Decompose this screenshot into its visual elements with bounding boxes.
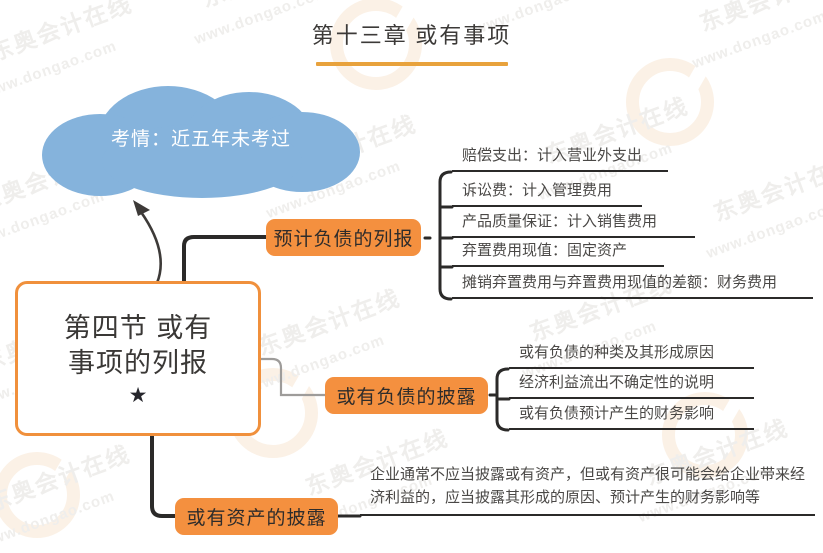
- cloud-arrow-connector: [139, 210, 162, 285]
- title-underline: [315, 62, 508, 66]
- cloud-puff: [102, 124, 302, 198]
- leaf-item[interactable]: 企业通常不应当披露或有资产，但或有资产很可能会给企业带来经济利益的，应当披露其形…: [360, 462, 815, 516]
- branch-node-huoyoufuzhai[interactable]: 或有负债的披露: [325, 377, 488, 414]
- branch-node-label: 或有资产的披露: [186, 508, 327, 529]
- leaf-label: 或有负债预计产生的财务影响: [519, 404, 715, 422]
- branch1-spine: [438, 170, 453, 301]
- root-to-branch2-connector: [259, 357, 327, 397]
- branch-node-yujifuzhai[interactable]: 预计负债的列报: [266, 219, 421, 256]
- dongao-ring-logo-icon: [626, 58, 714, 146]
- watermark-brand: 东奥会计在线: [196, 0, 349, 14]
- leaf-label: 或有负债的种类及其形成原因: [519, 343, 715, 361]
- root-node[interactable]: 第四节 或有 事项的列报 ★: [15, 281, 261, 436]
- root-node-star-icon: ★: [128, 383, 148, 407]
- leaf-item[interactable]: 摊销弃置费用与弃置费用现值的差额：财务费用: [452, 271, 813, 299]
- leaf-label: 产品质量保证：计入销售费用: [462, 212, 658, 230]
- branch-node-label: 预计负债的列报: [273, 229, 414, 250]
- watermark-brand: 东奥会计在线: [0, 440, 134, 517]
- page-header: 第十三章 或有事项: [0, 18, 823, 66]
- watermark-brand: 东奥会计在线: [710, 150, 823, 227]
- leaf-item[interactable]: 经济利益流出不确定性的说明: [509, 372, 754, 399]
- dongao-ring-logo-icon: [0, 452, 80, 538]
- leaf-item[interactable]: 产品质量保证：计入销售费用: [452, 209, 695, 238]
- leaf-item[interactable]: 诉讼费：计入管理费用: [452, 178, 642, 207]
- watermark-url: www.dongao.com: [0, 487, 118, 552]
- exam-note-cloud: 考情：近五年未考过: [42, 86, 360, 198]
- leaf-label: 弃置费用现值：固定资产: [462, 241, 628, 259]
- leaf-item[interactable]: 或有负债的种类及其形成原因: [509, 342, 754, 369]
- root-node-title: 第四节 或有 事项的列报: [64, 311, 213, 380]
- leaf-label: 摊销弃置费用与弃置费用现值的差额：财务费用: [462, 273, 778, 291]
- watermark-brand: 东奥会计在线: [254, 284, 404, 361]
- leaf-item[interactable]: 或有负债预计产生的财务影响: [509, 403, 754, 430]
- cloud-arrowhead-icon: [133, 200, 150, 216]
- root-node-line2: 事项的列报: [67, 348, 208, 378]
- watermark-url: www.dongao.com: [704, 197, 823, 262]
- leaf-label: 诉讼费：计入管理费用: [462, 181, 613, 199]
- leaf-label: 企业通常不应当披露或有资产，但或有资产很可能会给企业带来经济利益的，应当披露其形…: [370, 466, 806, 506]
- cloud-label: 考情：近五年未考过: [110, 129, 291, 150]
- branch2-spine: [495, 367, 510, 432]
- leaf-item[interactable]: 弃置费用现值：固定资产: [452, 240, 664, 267]
- root-node-line1: 第四节 或有: [63, 313, 213, 344]
- page-title: 第十三章 或有事项: [311, 23, 512, 48]
- leaf-label: 赔偿支出：计入营业外支出: [462, 146, 643, 164]
- branch-node-label: 或有负债的披露: [336, 387, 477, 408]
- leaf-item[interactable]: 赔偿支出：计入营业外支出: [452, 144, 668, 172]
- branch-node-huoyouzichan[interactable]: 或有资产的披露: [175, 498, 338, 535]
- watermark-brand: 东奥会计在线: [476, 0, 629, 4]
- leaf-label: 经济利益流出不确定性的说明: [519, 373, 715, 391]
